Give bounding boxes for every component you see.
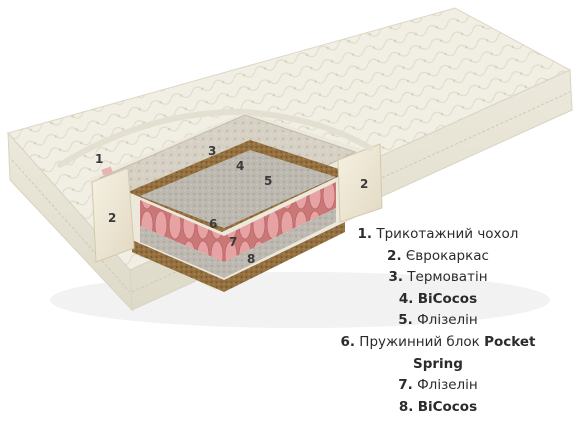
marker-6: 6 [209,217,217,231]
spring-block-side [224,182,336,262]
legend-num: 1. [357,226,373,242]
legend-item-4: 4. BiCocos [318,289,558,311]
legend-text: Термоватін [407,269,488,286]
marker-3: 3 [208,144,216,158]
legend-item-6: 6. Пружинний блок Pocket Spring [318,332,558,375]
layer-felt-bottom [140,208,336,278]
legend-item-7: 7. Флізелін [318,375,558,397]
marker-2-right: 2 [360,177,368,191]
marker-7: 7 [229,235,237,249]
legend-text: Трикотажний чохол [376,226,519,242]
marker-2-left: 2 [108,211,116,225]
legend-num: 7. [398,377,413,394]
legend-item-2: 2. Єврокаркас [318,246,558,268]
legend-num: 2. [387,247,402,264]
legend-item-5: 5. Флізелін [318,310,558,332]
legend-text: Флізелін [417,312,478,329]
spring-block-front [140,200,224,262]
legend-item-8: 8. BiCocos [318,397,558,419]
legend-item-3: 3. Термоватін [318,267,558,289]
marker-5: 5 [264,174,272,188]
euro-frame-right [337,143,383,223]
legend-text: Пружинний блок [359,333,480,350]
cover-edge [57,108,373,168]
marker-4: 4 [236,159,244,173]
legend-item-1: 1. Трикотажний чохол [318,224,558,246]
legend-bold-text: Pocket Spring [413,333,536,372]
legend-text: Флізелін [417,377,478,394]
legend-num: 4. [398,290,414,307]
legend-num: 8. [398,398,414,415]
legend-bold-text: BiCocos [417,290,478,307]
legend-num: 5. [398,312,413,329]
euro-frame-left [91,167,135,263]
legend-num: 6. [340,333,355,350]
legend-text: Єврокаркас [405,247,489,264]
legend-bold-text: BiCocos [417,398,478,415]
layer-legend: 1. Трикотажний чохол 2. Єврокаркас 3. Те… [318,224,558,418]
legend-num: 3. [388,269,403,286]
marker-1: 1 [95,152,103,166]
marker-8: 8 [247,252,255,266]
layer-bicocos-bottom [132,222,345,292]
layer-felt-top [140,150,336,228]
